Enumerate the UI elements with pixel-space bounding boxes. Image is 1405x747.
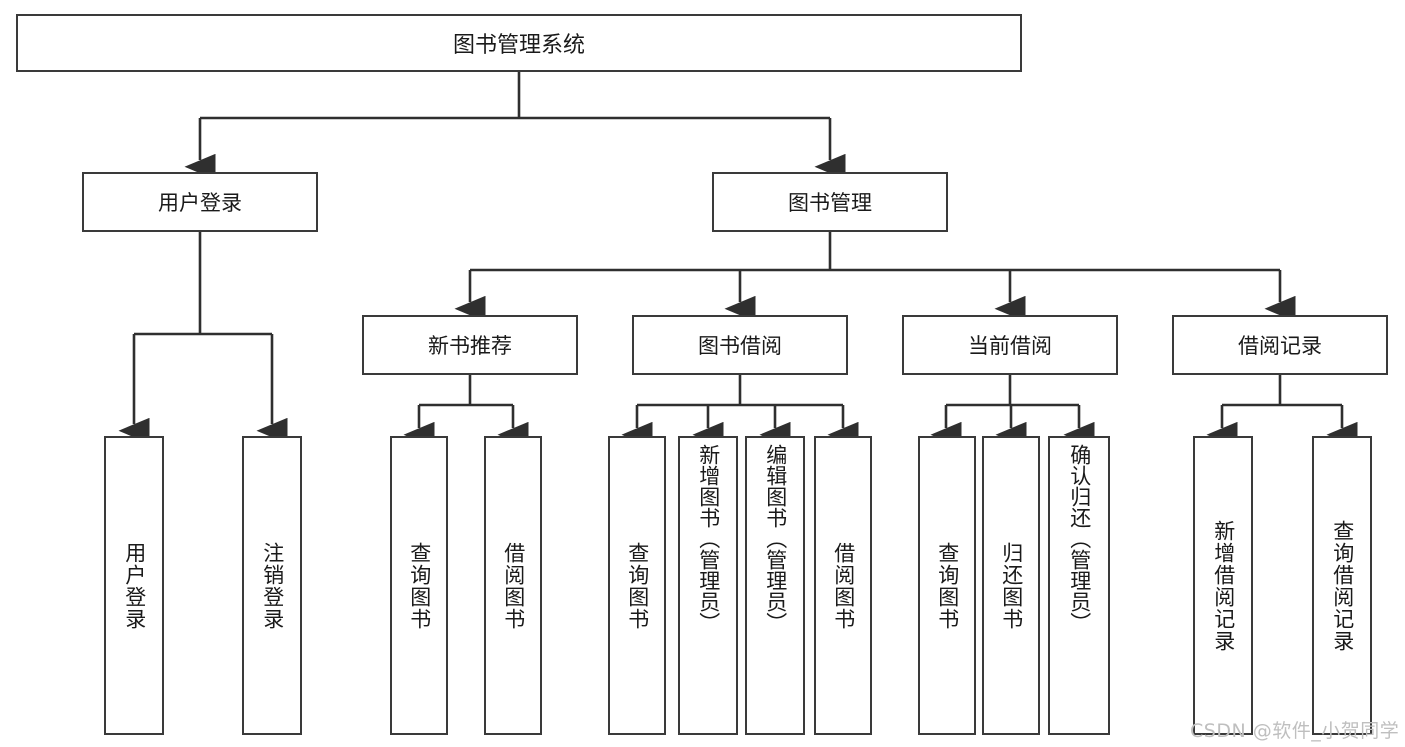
csdn-watermark: CSDN @软件_小贺同学 (1190, 720, 1400, 742)
node-leaf-rec-query-record-label: 查询借阅记录 (1330, 519, 1355, 652)
node-leaf-user-logout-label: 注销登录 (260, 541, 285, 630)
node-leaf-borrow-borrow-book-label: 借阅图书 (831, 541, 856, 630)
node-user-login[interactable]: 用户登录 (82, 172, 318, 232)
node-book-manage-label: 图书管理 (788, 191, 872, 215)
node-leaf-cur-confirm-return[interactable]: 确认归还（管理员） (1048, 436, 1110, 735)
node-leaf-borrow-query-book-label: 查询图书 (625, 541, 650, 630)
node-root-label: 图书管理系统 (452, 33, 585, 58)
node-current-borrow[interactable]: 当前借阅 (902, 315, 1118, 375)
node-leaf-cur-return-book[interactable]: 归还图书 (982, 436, 1040, 735)
node-leaf-rec-borrow-book[interactable]: 借阅图书 (484, 436, 542, 735)
node-current-borrow-label: 当前借阅 (968, 334, 1052, 358)
node-leaf-rec-borrow-book-label: 借阅图书 (501, 541, 526, 630)
node-leaf-cur-query-book-label: 查询图书 (935, 541, 960, 630)
node-leaf-borrow-edit-book-label: 编辑图书（管理员） (763, 444, 788, 633)
node-book-manage[interactable]: 图书管理 (712, 172, 948, 232)
node-leaf-cur-query-book[interactable]: 查询图书 (918, 436, 976, 735)
node-leaf-borrow-add-book-label: 新增图书（管理员） (696, 444, 721, 633)
node-borrow-record-label: 借阅记录 (1238, 334, 1322, 358)
node-book-borrow[interactable]: 图书借阅 (632, 315, 848, 375)
node-leaf-cur-confirm-return-label: 确认归还（管理员） (1067, 444, 1092, 633)
node-leaf-rec-query-book-label: 查询图书 (407, 541, 432, 630)
node-root[interactable]: 图书管理系统 (16, 14, 1022, 72)
node-leaf-rec-query-book[interactable]: 查询图书 (390, 436, 448, 735)
node-user-login-label: 用户登录 (158, 191, 242, 215)
node-leaf-borrow-add-book[interactable]: 新增图书（管理员） (678, 436, 738, 735)
node-borrow-record[interactable]: 借阅记录 (1172, 315, 1388, 375)
node-leaf-rec-add-record[interactable]: 新增借阅记录 (1193, 436, 1253, 735)
node-new-book-rec[interactable]: 新书推荐 (362, 315, 578, 375)
node-leaf-borrow-borrow-book[interactable]: 借阅图书 (814, 436, 872, 735)
node-leaf-rec-add-record-label: 新增借阅记录 (1211, 519, 1236, 652)
node-leaf-user-login-label: 用户登录 (122, 541, 147, 630)
node-new-book-rec-label: 新书推荐 (428, 334, 512, 358)
node-leaf-borrow-edit-book[interactable]: 编辑图书（管理员） (745, 436, 805, 735)
node-leaf-user-login[interactable]: 用户登录 (104, 436, 164, 735)
node-leaf-rec-query-record[interactable]: 查询借阅记录 (1312, 436, 1372, 735)
node-book-borrow-label: 图书借阅 (698, 334, 782, 358)
node-leaf-cur-return-book-label: 归还图书 (999, 541, 1024, 630)
node-leaf-borrow-query-book[interactable]: 查询图书 (608, 436, 666, 735)
node-leaf-user-logout[interactable]: 注销登录 (242, 436, 302, 735)
